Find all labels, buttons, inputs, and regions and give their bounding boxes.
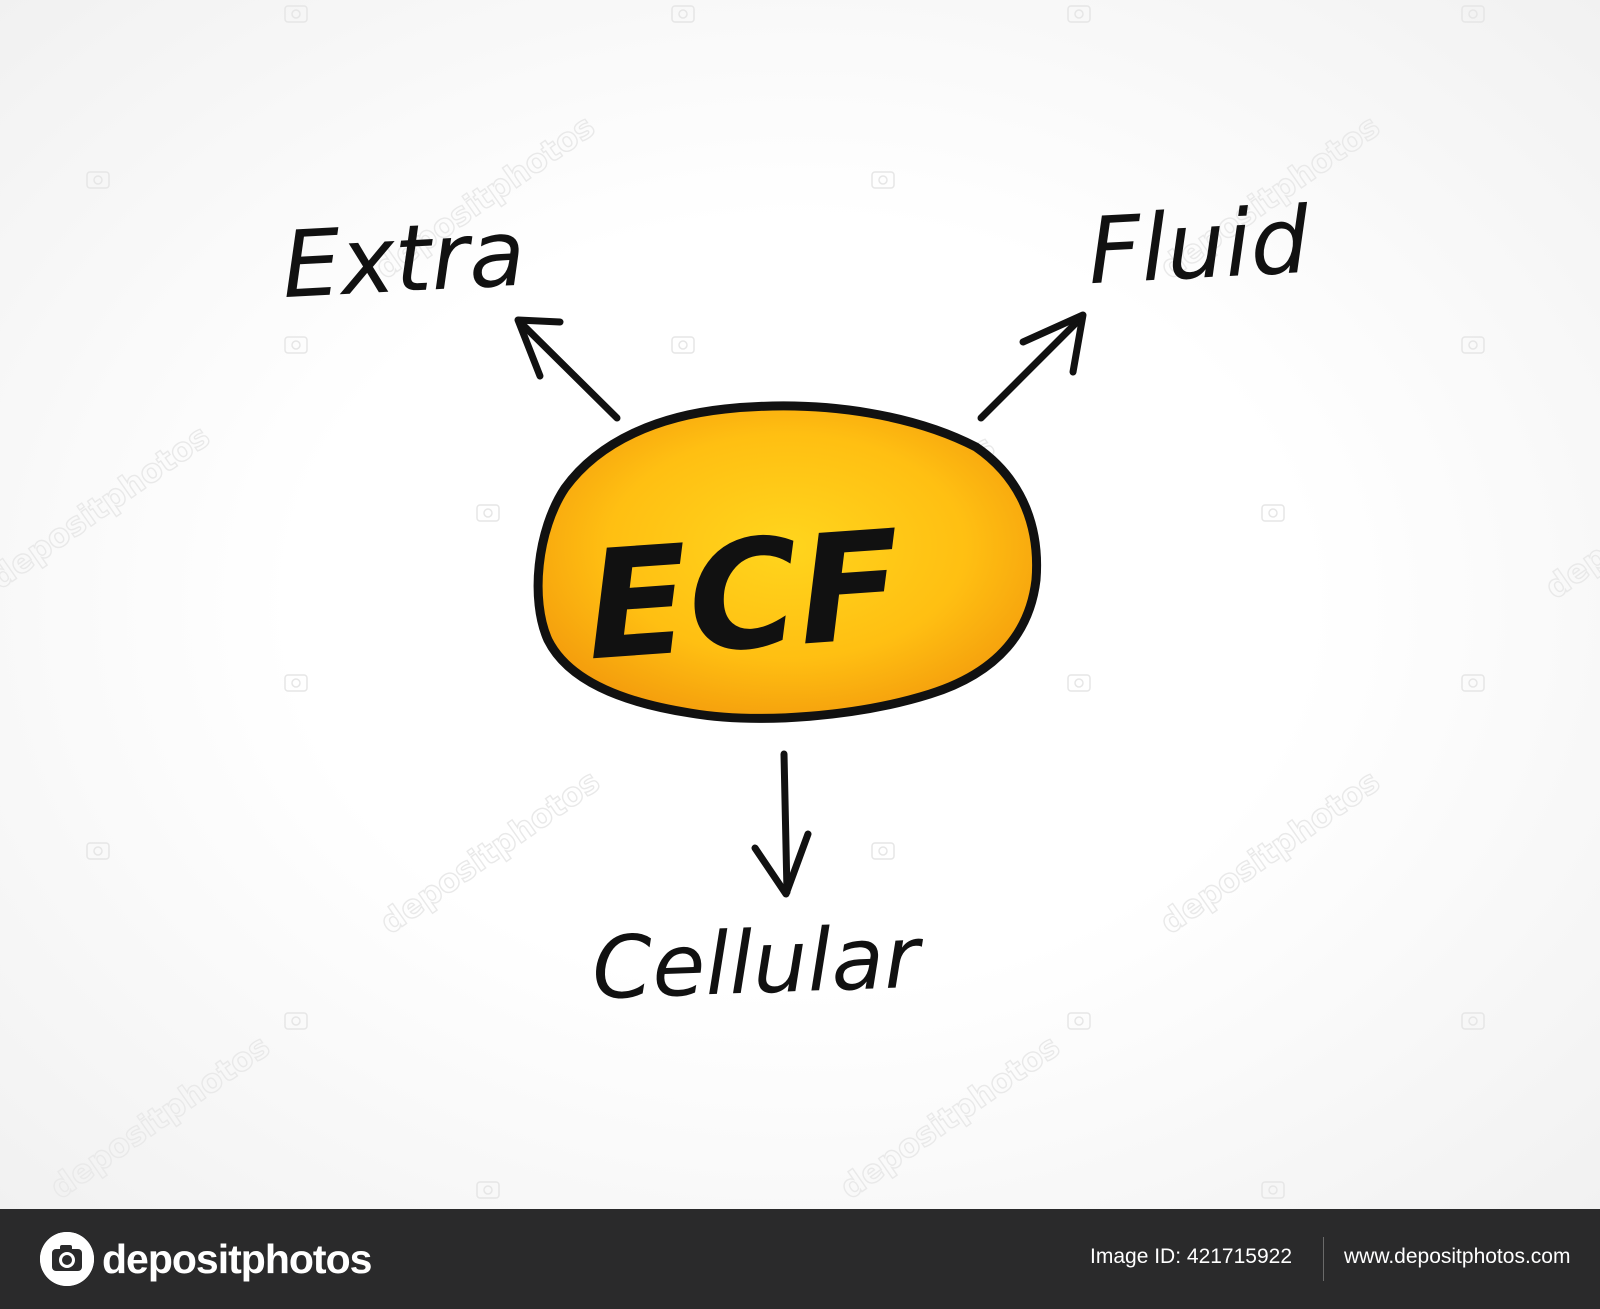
camera-icon bbox=[871, 171, 895, 189]
branch-label-cellular: Cellular bbox=[590, 908, 925, 1020]
camera-icon bbox=[86, 171, 110, 189]
branch-label-extra: Extra bbox=[280, 200, 528, 320]
watermark-text: depositphotos bbox=[833, 1027, 1067, 1207]
site-url: www.depositphotos.com bbox=[1344, 1245, 1571, 1268]
camera-logo-icon bbox=[40, 1232, 94, 1286]
camera-icon bbox=[1067, 1012, 1091, 1030]
watermark-text: depositphotos bbox=[43, 1027, 277, 1207]
camera-icon bbox=[1461, 336, 1485, 354]
camera-icon bbox=[1261, 1181, 1285, 1199]
camera-icon bbox=[671, 5, 695, 23]
watermark-text: depositphotos bbox=[1538, 427, 1600, 607]
ecf-diagram: depositphotos depositphotos depositphoto… bbox=[0, 5, 1600, 1207]
camera-icon bbox=[86, 842, 110, 860]
arrow-to-cellular bbox=[751, 750, 812, 898]
camera-watermark-icons bbox=[86, 5, 1485, 1199]
center-label-ecf: ECF bbox=[580, 499, 906, 695]
camera-icon bbox=[671, 336, 695, 354]
camera-icon bbox=[1067, 5, 1091, 23]
logo-text: depositphotos bbox=[102, 1235, 372, 1282]
footer-divider bbox=[1323, 1237, 1324, 1281]
footer-bar: depositphotos Image ID: 421715922 www.de… bbox=[0, 1209, 1600, 1309]
depositphotos-logo: depositphotos bbox=[40, 1231, 372, 1287]
camera-icon bbox=[1461, 1012, 1485, 1030]
camera-icon bbox=[284, 5, 308, 23]
camera-icon bbox=[871, 842, 895, 860]
diagram-canvas: depositphotos depositphotos depositphoto… bbox=[0, 0, 1600, 1209]
watermark-text: depositphotos bbox=[1153, 762, 1387, 942]
branch-label-fluid: Fluid bbox=[1085, 187, 1312, 305]
camera-icon bbox=[284, 336, 308, 354]
center-node: ECF bbox=[533, 401, 1042, 723]
camera-icon bbox=[284, 1012, 308, 1030]
camera-icon bbox=[1461, 5, 1485, 23]
image-id: Image ID: 421715922 bbox=[1090, 1245, 1292, 1268]
watermark-text: depositphotos bbox=[0, 417, 217, 597]
center-ellipse bbox=[533, 401, 1042, 723]
arrow-to-fluid bbox=[977, 311, 1087, 422]
camera-icon bbox=[476, 1181, 500, 1199]
camera-icon bbox=[1067, 674, 1091, 692]
watermark-text: depositphotos bbox=[373, 762, 607, 942]
camera-icon bbox=[1261, 504, 1285, 522]
arrow-to-extra bbox=[514, 316, 621, 422]
camera-icon bbox=[476, 504, 500, 522]
camera-icon bbox=[284, 674, 308, 692]
camera-icon bbox=[1461, 674, 1485, 692]
